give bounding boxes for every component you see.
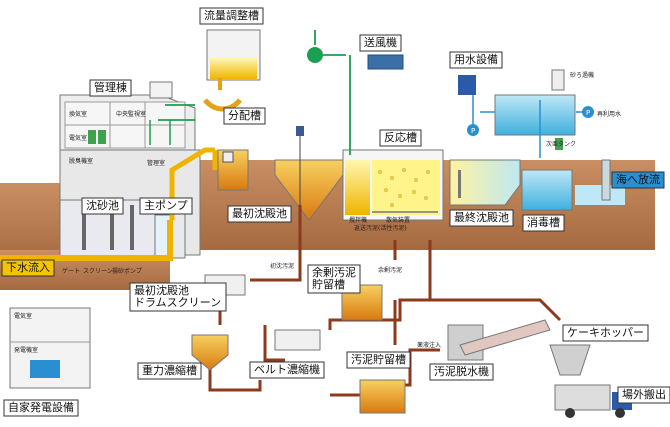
small-label-ventilation-room: 換気室 [69, 110, 87, 118]
label-text: 下水流入 [6, 260, 50, 274]
label-off-site: 場外搬出 [617, 386, 670, 404]
small-label-reuse-water: 再利用水 [597, 110, 621, 118]
label-text: 最初沈殿池 [134, 283, 189, 297]
small-label-return-sludge: 返送汚泥(活性汚泥) [354, 224, 407, 232]
small-label-gen-room: 発電機室 [14, 346, 38, 354]
label-final-clarifier: 最終沈殿池 [449, 209, 514, 227]
label-sludge-storage: 汚泥貯留槽 [346, 351, 411, 369]
label-sea-discharge: 海へ放流 [611, 171, 665, 189]
water-supply: P P [458, 69, 594, 158]
small-label-mixer: 攪拌機 [349, 216, 367, 224]
label-text: 重力濃縮槽 [142, 363, 197, 377]
primary-clarifier [274, 126, 344, 221]
label-cake-hopper: ケーキホッパー [562, 324, 649, 342]
small-label-chemical-injection: 薬液注入 [417, 341, 441, 349]
sludge-equipment [191, 274, 632, 418]
small-label-hypo-tank: 次亜タンク [546, 140, 576, 148]
svg-text:P: P [586, 109, 590, 117]
small-label-excess-sludge: 余剰汚泥 [378, 266, 402, 274]
label-disinfection-tank: 消毒槽 [522, 214, 565, 232]
small-label-layer: 換気室電気室 中央監視室脱臭機室 管理室ゲートスクリーン揚砂ポンプ 砂ろ過機再利用水次… [14, 71, 621, 354]
label-text: 余剰汚泥 [312, 265, 356, 279]
label-blower: 送風機 [359, 34, 402, 52]
label-text: 用水設備 [454, 52, 498, 66]
small-label-gen-elec-room: 電気室 [14, 312, 32, 320]
small-label-deodor-room: 脱臭機室 [69, 157, 93, 165]
label-gravity-thickener: 重力濃縮槽 [137, 362, 202, 380]
flow-adjust-tank [203, 29, 261, 112]
label-text: 分配槽 [228, 109, 261, 122]
final-clarifier [449, 159, 521, 206]
label-text: 場外搬出 [622, 387, 666, 401]
label-text: 自家発電設備 [8, 400, 74, 414]
small-label-diffuser: 散気装置 [386, 216, 410, 224]
label-grit-chamber: 沈砂池 [81, 197, 124, 215]
label-text: ケーキホッパー [567, 326, 644, 339]
label-primary-clarifier: 最初沈殿池 [227, 205, 292, 223]
small-label-gate: ゲート [62, 267, 80, 275]
blower [158, 30, 404, 155]
label-text: 最終沈殿池 [454, 210, 509, 224]
label-text: 汚泥脱水機 [434, 364, 489, 378]
label-admin-building: 管理棟 [89, 79, 132, 97]
svg-text:P: P [471, 127, 475, 135]
reaction-tank [342, 149, 444, 221]
small-label-primary-sludge: 初沈汚泥 [270, 262, 294, 270]
label-text: 海へ放流 [616, 172, 660, 186]
label-belt-thickener: ベルト濃縮機 [249, 361, 325, 379]
small-label-sand-filter: 砂ろ過機 [570, 71, 594, 79]
label-text: 汚泥貯留槽 [351, 353, 406, 366]
label-text: 流量調整槽 [204, 8, 259, 22]
small-label-electric-room: 電気室 [69, 134, 87, 142]
label-main-pump: 主ポンプ [139, 197, 193, 215]
small-label-central-monitor: 中央監視室 [116, 110, 146, 118]
admin-building [59, 81, 196, 151]
label-text: 貯留槽 [312, 278, 345, 291]
label-text: 管理棟 [94, 80, 127, 94]
generator [9, 307, 91, 389]
label-water-supply: 用水設備 [449, 51, 503, 69]
disinfection-tank [521, 159, 625, 211]
label-dewatering: 汚泥脱水機 [429, 363, 494, 381]
label-text: 送風機 [364, 35, 397, 49]
label-text: 消毒槽 [527, 215, 560, 229]
small-label-screen: スクリーン [83, 268, 113, 275]
label-distribution-tank: 分配槽 [223, 107, 266, 125]
label-text: 主ポンプ [144, 199, 188, 212]
label-text: 最初沈殿池 [232, 206, 287, 220]
label-reaction-tank: 反応槽 [379, 129, 422, 147]
label-text: ベルト濃縮機 [254, 362, 320, 376]
label-text: ドラムスクリーン [134, 296, 221, 309]
label-text: 沈砂池 [86, 198, 119, 212]
label-text: 反応槽 [384, 130, 417, 144]
label-flow-adjust-tank: 流量調整槽 [199, 7, 264, 25]
label-sewage-inflow: 下水流入 [1, 259, 55, 277]
small-label-control-room: 管理室 [147, 159, 165, 167]
distribution-tank [217, 149, 249, 191]
label-generator: 自家発電設備 [3, 399, 79, 417]
sewage-pipe [0, 147, 218, 261]
small-label-drain-pump: 揚砂ポンプ [112, 267, 142, 275]
